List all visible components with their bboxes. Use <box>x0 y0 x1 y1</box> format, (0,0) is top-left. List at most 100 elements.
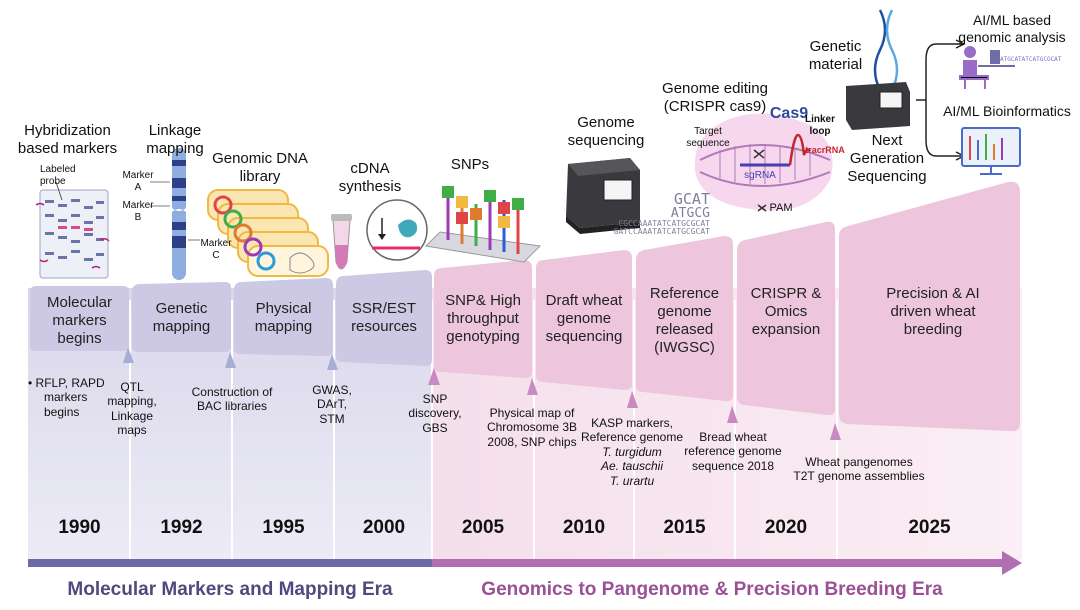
genome-sequencing-title: Genome sequencing <box>556 114 656 150</box>
snp-array-illustration <box>424 186 542 263</box>
tracrrna-label: tracrRNA <box>805 145 845 155</box>
n2015-line-2: Reference genome <box>580 430 684 445</box>
note-2020: Bread wheat reference genome sequence 20… <box>680 430 786 473</box>
stage-boxes <box>30 181 1020 432</box>
year-2020: 2020 <box>764 517 808 538</box>
n2015-line-1: KASP markers, <box>591 416 673 430</box>
marker-c-line-1: Marker <box>200 238 232 249</box>
box-2025 <box>839 181 1020 432</box>
m2020-line-1: CRISPR & <box>750 285 822 302</box>
n1992-line-2: mapping, <box>107 394 157 409</box>
milestone-2025-label: Precision & AI driven wheat breeding <box>846 285 1020 339</box>
n2020-line-3: sequence 2018 <box>691 458 775 473</box>
ngs-line-1: Next <box>871 132 903 149</box>
m1990-line-3: begins <box>57 330 102 347</box>
snps-title: SNPs <box>450 156 490 173</box>
box-2005 <box>434 260 532 378</box>
linkage-mapping-title: Linkage mapping <box>135 122 215 158</box>
cdna-line-2: synthesis <box>338 178 402 195</box>
n1992-line-3: Linkage <box>110 408 154 423</box>
m2010-line-2: genome <box>556 310 612 327</box>
marker-c-label: Marker C <box>196 238 236 262</box>
n1992-line-1: QTL <box>120 380 144 394</box>
m2005-line-2: throughput <box>447 310 519 327</box>
box-1995 <box>234 278 333 356</box>
marker-a-line-1: Marker <box>122 170 154 181</box>
ngs-line-3: Sequencing <box>847 168 927 185</box>
box-1990 <box>30 286 129 351</box>
m1990-line-2: markers <box>52 312 107 329</box>
column-dividers <box>129 300 838 560</box>
n1990-line-3: begins <box>44 404 80 419</box>
box-2000 <box>336 270 432 366</box>
n2005-line-2: discovery, <box>408 406 462 421</box>
ai-ml-bioinformatics-title: AI/ML Bioinformatics <box>943 103 1071 119</box>
cdna-illustration <box>331 199 428 270</box>
genomic-dna-line-2: library <box>239 168 281 185</box>
milestone-2000-label: SSR/EST resources <box>336 300 432 336</box>
m1990-line-1: Molecular <box>46 294 113 311</box>
genomic-dna-line-1: Genomic DNA <box>212 150 308 167</box>
genome-editing-title: Genome editing (CRISPR cas9) <box>650 80 780 116</box>
ngs-title: Next Generation Sequencing <box>842 132 932 186</box>
cas9-label: Cas9 <box>769 105 809 122</box>
m1992-line-1: Genetic <box>155 300 208 317</box>
marker-b-line-1: Marker <box>122 200 154 211</box>
m1995-line-2: mapping <box>254 318 313 335</box>
note-2015: KASP markers, Reference genome T. turgid… <box>576 416 688 488</box>
linkage-line-1: Linkage <box>148 122 202 139</box>
hybridization-line-1: Hybridization <box>24 122 111 139</box>
note-1990: • RFLP, RAPD markers begins <box>28 376 122 419</box>
bioinformatics-screen-illustration <box>961 127 1021 175</box>
milestone-1992-label: Genetic mapping <box>132 300 231 336</box>
labeled-probe-line-2: probe <box>40 176 66 187</box>
genomic-dna-title: Genomic DNA library <box>205 150 315 186</box>
m2015-line-4: (IWGSC) <box>654 339 715 356</box>
n2020-line-1: Bread wheat <box>699 430 767 444</box>
m2015-line-2: genome <box>657 303 712 320</box>
dna-seq-line-2: ATGCG <box>670 206 710 221</box>
n1995-line-2: BAC libraries <box>196 399 268 414</box>
n2000-line-1: GWAS, <box>312 383 352 397</box>
m2000-line-2: resources <box>351 318 417 335</box>
marker-b-label: Marker B <box>118 200 158 224</box>
plasmid-library-illustration <box>207 189 329 277</box>
era2-arrow <box>432 551 1022 575</box>
ai-analyst-illustration <box>959 46 1015 89</box>
note-1995: Construction of BAC libraries <box>180 385 284 414</box>
labeled-probe-label: Labeled probe <box>40 164 76 188</box>
ngs-illustration <box>846 9 910 130</box>
m2010-line-3: sequencing <box>545 328 623 345</box>
m2005-line-3: genotyping <box>446 328 520 345</box>
ai-sequence-text: ATGCATATCATGCGCAT <box>1000 56 1062 63</box>
n1995-line-1: Construction of <box>191 385 273 399</box>
target-seq-line-2: sequence <box>686 138 730 149</box>
m2025-line-2: driven wheat <box>890 303 976 320</box>
year-2015: 2015 <box>663 517 706 538</box>
era-1-label: Molecular Markers and Mapping Era <box>67 579 393 600</box>
n1990-line-2: markers <box>44 390 88 405</box>
gel-blot-illustration <box>35 181 110 279</box>
m1992-line-2: mapping <box>152 318 211 335</box>
ai-ml-genomic-title: AI/ML based genomic analysis <box>952 12 1072 46</box>
sgrna-label: sgRNA <box>744 170 776 181</box>
n2025-line-1: Wheat pangenomes <box>805 455 913 469</box>
chromosome-illustration <box>150 148 200 280</box>
genome-editing-line-2: (CRISPR cas9) <box>663 98 767 115</box>
hybridization-title: Hybridization based markers <box>5 122 130 158</box>
milestone-1990-label: Molecular markers begins <box>30 294 129 348</box>
genetic-material-title: Genetic material <box>798 38 873 74</box>
year-1990: 1990 <box>58 517 101 538</box>
marker-a-label: Marker A <box>118 170 158 194</box>
genome-seq-line-2: sequencing <box>567 132 645 149</box>
ai-ml-genomic-line-1: AI/ML based <box>972 12 1052 28</box>
n2005-line-3: GBS <box>422 420 448 435</box>
genetic-material-line-1: Genetic <box>809 38 862 55</box>
note-2005: SNP discovery, GBS <box>400 392 470 435</box>
labeled-probe-line-1: Labeled <box>40 164 76 175</box>
year-2010: 2010 <box>562 517 606 538</box>
milestone-2005-label: SNP& High throughput genotyping <box>434 292 532 346</box>
n2025-line-2: T2T genome assemblies <box>793 469 925 484</box>
year-2005: 2005 <box>461 517 505 538</box>
